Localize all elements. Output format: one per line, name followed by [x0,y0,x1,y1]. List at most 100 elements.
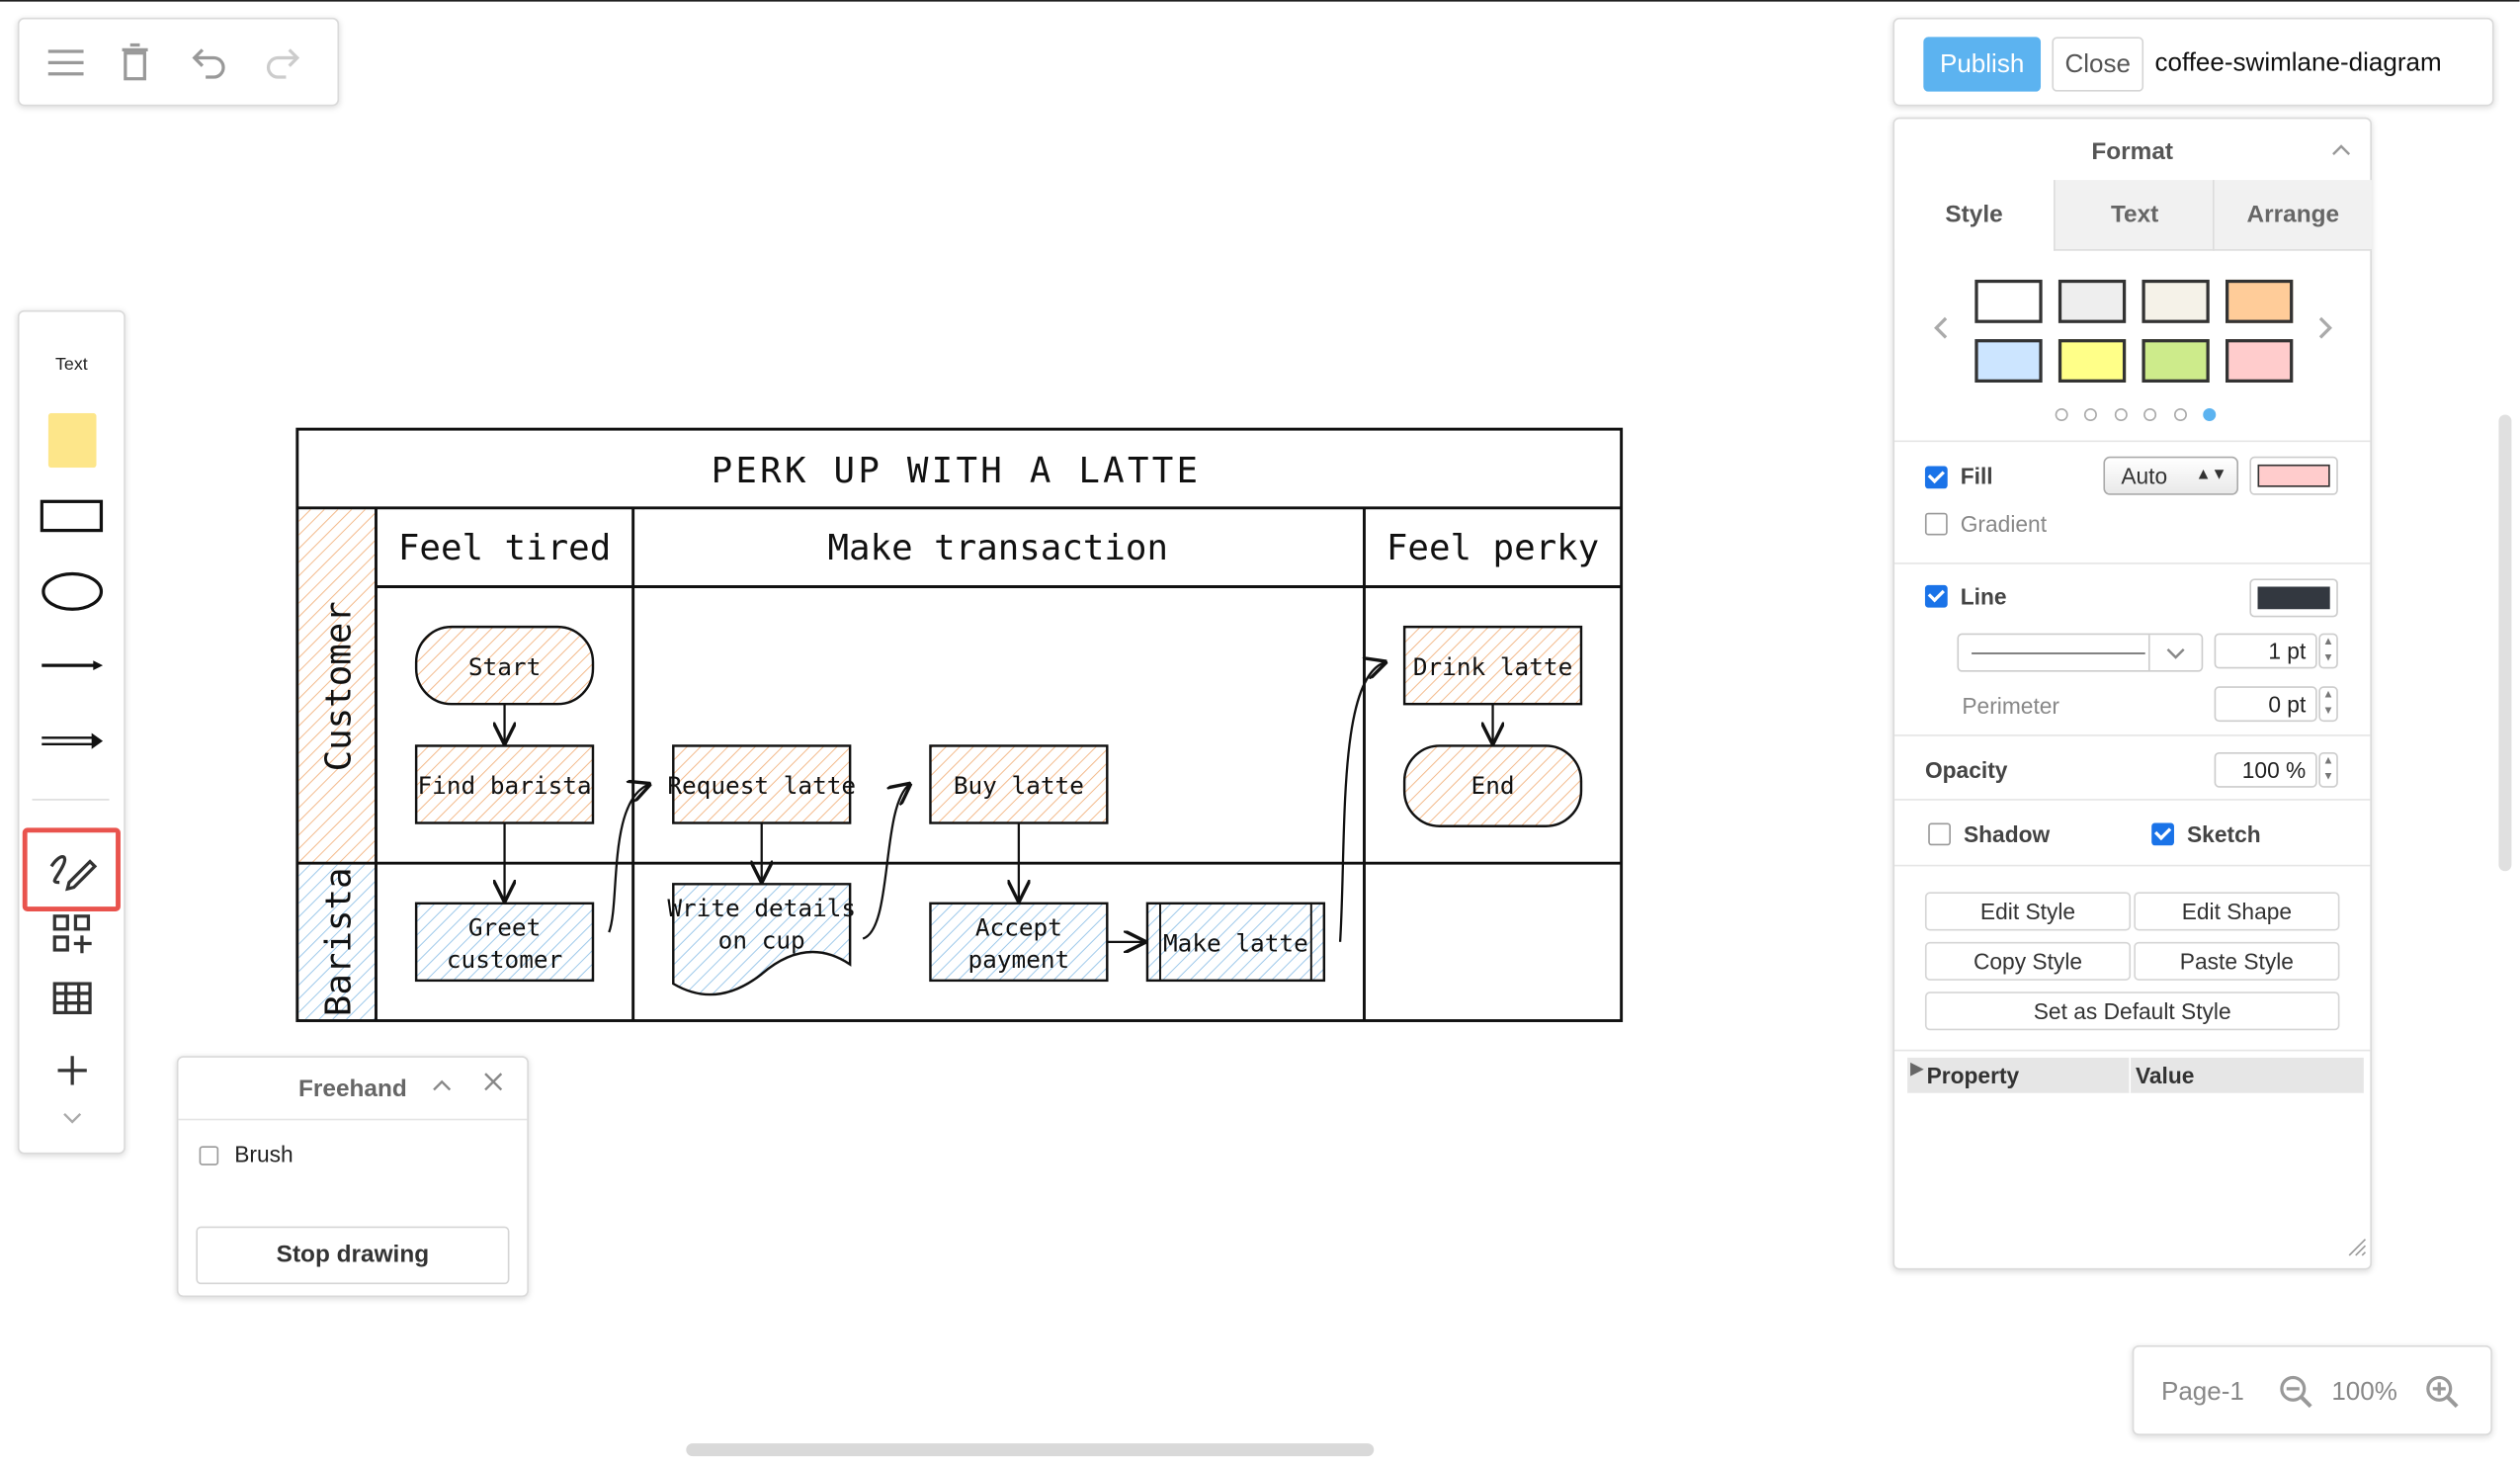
close-button[interactable]: Close [2052,37,2144,92]
lane-customer-fill [298,509,377,864]
zoom-out-icon[interactable] [2279,1374,2314,1418]
add-tool[interactable] [33,1038,112,1102]
resize-grip-icon[interactable] [2344,1235,2367,1265]
edit-shape-button[interactable]: Edit Shape [2134,892,2340,931]
collapse-chevron-icon[interactable] [428,1071,457,1099]
swatch-page-dot[interactable] [2083,408,2097,422]
gradient-checkbox[interactable] [1924,512,1948,536]
style-swatch[interactable] [2142,279,2210,323]
undo-icon[interactable] [183,39,231,87]
tab-text[interactable]: Text [2054,180,2215,251]
arrow-icon [41,732,103,749]
brush-label: Brush [234,1141,294,1167]
stop-drawing-button[interactable]: Stop drawing [196,1226,510,1285]
style-swatch[interactable] [1974,339,2043,383]
fill-checkbox[interactable] [1924,466,1948,489]
node-write-details[interactable]: Write details on cup [667,883,856,996]
perimeter-input[interactable]: 0 pt [2214,686,2317,723]
freehand-pen-tool[interactable] [22,827,121,911]
paste-style-button[interactable]: Paste Style [2134,941,2340,981]
style-swatch[interactable] [2226,339,2294,383]
edit-style-button[interactable]: Edit Style [1924,892,2132,931]
ellipse-tool[interactable] [33,560,112,624]
style-swatch[interactable] [2058,279,2127,323]
style-swatch[interactable] [2226,279,2294,323]
tab-style[interactable]: Style [1894,180,2055,250]
sticky-note-tool[interactable] [33,408,112,473]
fill-color-chip [2257,464,2330,487]
collapse-chevron-icon[interactable] [2331,135,2351,164]
node-drink-latte[interactable]: Drink latte [1402,625,1583,706]
swatch-page-dot[interactable] [2203,408,2217,422]
node-end[interactable]: End [1402,744,1583,827]
line-color-chip [2257,586,2330,610]
line-tool[interactable] [33,634,112,698]
swatch-page-dot[interactable] [2114,408,2128,422]
trash-icon[interactable] [111,39,159,87]
close-icon[interactable] [479,1071,508,1099]
arrow-tool[interactable] [33,709,112,773]
style-swatch[interactable] [2058,339,2127,383]
tab-arrange[interactable]: Arrange [2213,180,2372,251]
brush-checkbox[interactable] [199,1146,219,1166]
swimlane-diagram[interactable]: PERK UP WITH A LATTE Customer Barista Fe… [290,421,1630,1032]
swatch-next-icon[interactable] [2317,315,2333,349]
title-bar: Publish Close coffee-swimlane-diagram [1892,17,2494,107]
set-default-style-button[interactable]: Set as Default Style [1924,991,2340,1031]
lane-barista-fill [298,864,377,1019]
line-checkbox[interactable] [1924,584,1948,608]
opacity-stepper[interactable]: ▲▼ [2318,751,2338,788]
copy-style-button[interactable]: Copy Style [1924,941,2132,981]
table-tool[interactable] [33,966,112,1030]
node-make-latte[interactable]: Make latte [1145,902,1326,983]
shadow-checkbox[interactable] [1928,822,1951,846]
swatch-page-dot[interactable] [2055,408,2068,422]
expand-triangle-icon[interactable]: ▶ [1910,1061,1923,1079]
line-width-input[interactable]: 1 pt [2214,633,2317,669]
insert-shapes-tool[interactable] [33,902,112,966]
node-accept-payment[interactable]: Accept payment [929,902,1109,983]
zoom-bar: Page-1 100% [2132,1344,2492,1436]
text-tool-label: Text [54,355,88,375]
style-swatch[interactable] [2142,339,2210,383]
line-pattern-select[interactable] [1957,633,2204,672]
gradient-label: Gradient [1960,511,2048,538]
style-swatch[interactable] [1974,279,2043,323]
vertical-scrollbar[interactable] [2498,414,2512,872]
brush-option[interactable]: Brush [199,1141,294,1167]
text-tool[interactable]: Text [33,333,112,397]
node-buy-latte[interactable]: Buy latte [929,744,1109,824]
swatch-page-dot[interactable] [2173,408,2187,422]
hamburger-menu-icon[interactable] [42,39,90,87]
fill-mode-value: Auto [2121,463,2168,489]
zoom-in-icon[interactable] [2425,1374,2461,1418]
node-find-barista[interactable]: Find barista [414,744,595,824]
line-color-button[interactable] [2249,578,2338,618]
chevron-down-icon [2147,635,2202,671]
rectangle-tool[interactable] [33,483,112,548]
format-panel-title: Format [2091,137,2174,166]
property-column-header: Property [1926,1062,2020,1088]
format-tabs: Style Text Arrange [1894,180,2372,251]
sketch-checkbox[interactable] [2151,822,2174,846]
freehand-panel-title: Freehand [298,1075,407,1103]
toolbox-more-button[interactable] [33,1099,112,1138]
value-column-header: Value [2135,1062,2195,1088]
page-selector[interactable]: Page-1 [2160,1379,2244,1407]
node-request-latte[interactable]: Request latte [667,744,856,824]
line-width-stepper[interactable]: ▲▼ [2318,633,2338,669]
fill-color-button[interactable] [2249,456,2338,495]
freehand-panel: Freehand Brush Stop drawing [176,1056,529,1298]
fill-mode-select[interactable]: Auto ▲▼ [2103,456,2239,495]
horizontal-scrollbar[interactable] [686,1443,1375,1457]
redo-icon[interactable] [260,39,308,87]
zoom-level[interactable]: 100% [2331,1379,2397,1407]
opacity-input[interactable]: 100 % [2214,751,2317,788]
publish-button[interactable]: Publish [1923,37,2042,92]
node-greet-customer[interactable]: Greet customer [414,902,595,983]
perimeter-stepper[interactable]: ▲▼ [2318,686,2338,723]
node-start[interactable]: Start [414,625,595,706]
swatch-page-dot[interactable] [2143,408,2157,422]
swatch-prev-icon[interactable] [1933,315,1949,349]
file-name[interactable]: coffee-swimlane-diagram [2154,49,2442,78]
